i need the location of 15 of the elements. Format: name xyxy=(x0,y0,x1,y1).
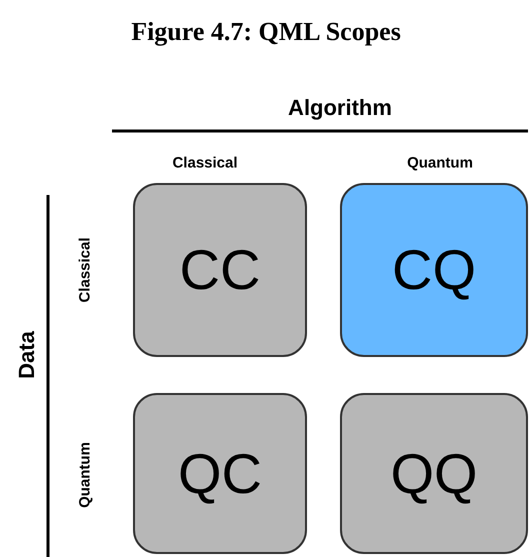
box-label: QQ xyxy=(390,446,478,502)
box-label: QC xyxy=(178,446,262,502)
axis-title: Data xyxy=(16,331,38,379)
figure-title: Figure 4.7: QML Scopes xyxy=(131,16,401,48)
box-label: CQ xyxy=(392,242,476,298)
category-box xyxy=(340,183,528,357)
row-header: Quantum xyxy=(78,442,92,508)
box-label: CC xyxy=(180,242,260,298)
row-header: Classical xyxy=(78,237,92,303)
category-box xyxy=(340,393,528,554)
category-box xyxy=(133,183,307,357)
category-box xyxy=(133,393,307,554)
column-header: Quantum xyxy=(407,156,473,170)
column-header: Classical xyxy=(172,156,238,170)
axis-title: Algorithm xyxy=(288,97,392,119)
